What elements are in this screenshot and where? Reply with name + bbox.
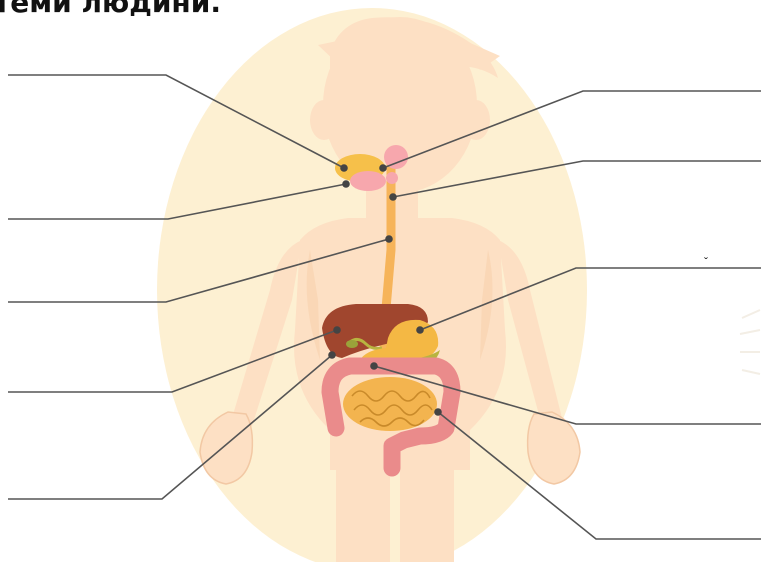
gallbladder: [346, 340, 358, 348]
decorative-rays: [740, 310, 760, 374]
